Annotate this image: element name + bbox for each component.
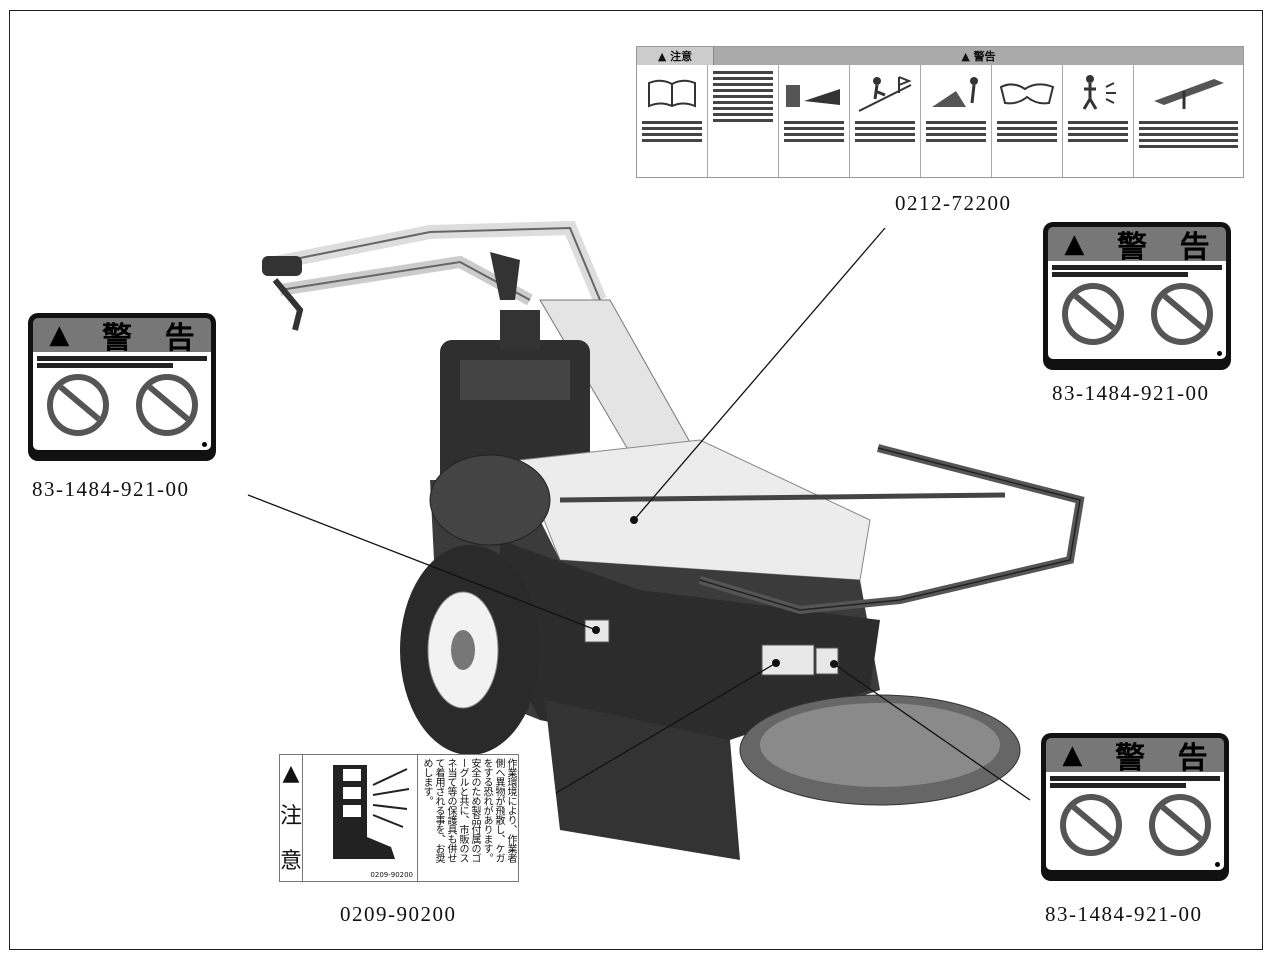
- warning-label-right-top: ▲ 警 告: [1043, 222, 1231, 370]
- warning-right-bottom-part-number: 83-1484-921-00: [1045, 902, 1203, 926]
- label-cell-distance: [1063, 65, 1135, 177]
- warning-triangle-icon: ▲: [1064, 229, 1085, 259]
- warning-title-char: 告: [1179, 230, 1210, 265]
- warning-header: ▲ 警告: [714, 47, 1243, 65]
- boot-caution-label: ▲ 注 意 0209-90200 作業環境により、作業者 側へ異物が飛散し、ケガ…: [279, 754, 519, 882]
- warning-triangle-icon: ▲: [282, 761, 300, 787]
- warning-left-part-number: 83-1484-921-00: [32, 477, 190, 501]
- warning-triangle-icon: ▲: [1062, 740, 1083, 770]
- boot-text-line: ネ当て等の保護具も併せ: [445, 758, 457, 863]
- caution-char-1: 注: [280, 804, 303, 830]
- no-feet-icon: [135, 374, 198, 436]
- warning-triangle-icon: ▲: [49, 320, 70, 350]
- warning-title-char: 告: [164, 321, 195, 356]
- warning-right-top-part-number: 83-1484-921-00: [1052, 381, 1210, 405]
- label-cell-manual: [637, 65, 709, 177]
- boot-caution-text: 作業環境により、作業者 側へ異物が飛散し、ケガ をする恐れがあります。 安全のた…: [418, 755, 519, 881]
- top-caution-label: ▲ 注意 ▲ 警告: [636, 46, 1244, 178]
- label-cell-blade: [1134, 65, 1243, 177]
- label-cell-text: [708, 65, 780, 177]
- no-hands-icon: [1061, 283, 1124, 345]
- label-cell-slope: [850, 65, 922, 177]
- boot-text-line: て着用される事を、お奨: [433, 758, 445, 863]
- warning-title-char: 警: [1116, 230, 1147, 265]
- boot-label-code: 0209-90200: [370, 871, 414, 879]
- label-cell-hands: [779, 65, 851, 177]
- mower-person-icon: [932, 77, 979, 107]
- no-feet-icon: [1148, 794, 1211, 856]
- boot-text-line: 安全のため製品付属のゴ: [469, 758, 481, 863]
- blade-bolt-icon: [1153, 79, 1224, 109]
- no-feet-icon: [1150, 283, 1213, 345]
- label-cell-reverse: [921, 65, 993, 177]
- person-debris-icon: [1083, 75, 1117, 110]
- boot-caution-part-number: 0209-90200: [340, 902, 457, 926]
- warning-label-left: ▲ 警 告: [28, 313, 216, 461]
- warning-label-right-bottom: ▲ 警 告: [1041, 733, 1229, 881]
- boot-text-line: 作業環境により、作業者: [505, 758, 517, 863]
- boot-text-line: 側へ異物が飛散し、ケガ: [493, 758, 505, 863]
- page-frame: [9, 10, 1263, 950]
- warning-title-char: 警: [101, 321, 132, 356]
- boot-icon: [333, 765, 410, 859]
- slope-person-icon: [858, 76, 912, 112]
- caution-header: ▲ 注意: [637, 47, 714, 65]
- boot-text-line: ーグルと共に、市販のス: [457, 758, 469, 863]
- label-cell-goggles: [992, 65, 1064, 177]
- book-icon: [648, 79, 697, 108]
- boot-text-line: めします。: [421, 758, 433, 806]
- no-hands-icon: [46, 374, 109, 436]
- top-caution-part-number: 0212-72200: [895, 191, 1012, 215]
- no-hands-icon: [1059, 794, 1122, 856]
- warning-title-char: 告: [1177, 741, 1208, 776]
- goggles-icon: [1000, 83, 1055, 105]
- caution-char-2: 意: [280, 848, 303, 874]
- boot-text-line: をする恐れがあります。: [481, 758, 493, 863]
- warning-title-char: 警: [1114, 741, 1145, 776]
- hand-danger-icon: [786, 85, 841, 107]
